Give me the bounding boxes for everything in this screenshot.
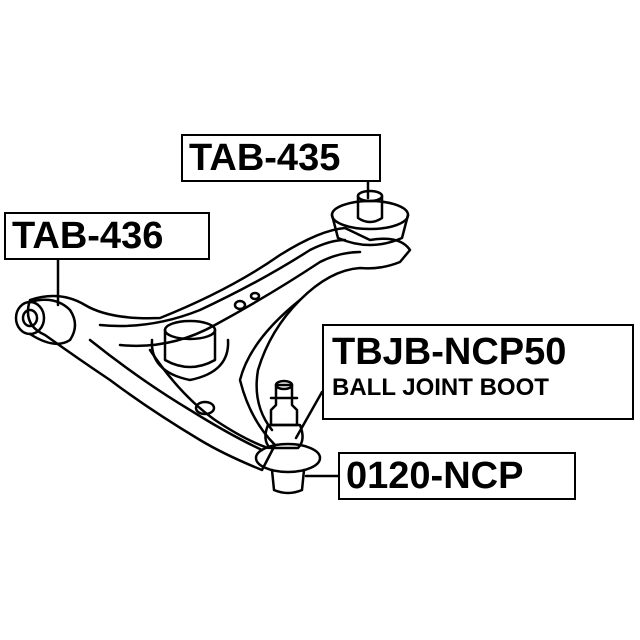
- arm-hole-3: [249, 291, 261, 301]
- part-label-tbjb-code: TBJB-NCP50: [332, 331, 567, 373]
- part-label-tab-436: TAB-436: [4, 212, 210, 260]
- ball-joint-housing: [254, 442, 322, 474]
- ball-joint-stud: [269, 383, 299, 427]
- ball-joint-boot: [264, 423, 304, 450]
- arm-hole-2: [233, 299, 247, 311]
- arm-curve: [255, 298, 302, 432]
- arm-rib-upper: [98, 238, 347, 328]
- part-label-tbjb-description: BALL JOINT BOOT: [332, 374, 549, 401]
- ball-joint-bottom: [270, 468, 306, 495]
- arm-bushing-flange: [150, 338, 230, 382]
- arm-rib-inner: [148, 348, 270, 450]
- part-label-tbjb-ncp50: TBJB-NCP50 BALL JOINT BOOT: [322, 324, 634, 420]
- front-bushing-core-top: [356, 189, 384, 203]
- front-bushing-body: [330, 213, 410, 247]
- arm-outline: [26, 226, 412, 472]
- arm-hole-1: [194, 400, 216, 416]
- front-bushing-core: [356, 194, 384, 224]
- ball-joint-stud-top: [274, 379, 294, 391]
- front-bushing-top: [330, 199, 410, 231]
- part-label-0120-ncp: 0120-NCP: [338, 452, 576, 500]
- rear-bushing-inner: [21, 308, 39, 328]
- leader-tbjb: [294, 390, 324, 440]
- arm-rib-lower: [88, 338, 264, 452]
- part-label-tab-435: TAB-435: [181, 134, 381, 182]
- arm-bushing-body: [163, 328, 217, 369]
- rear-bushing-housing: [28, 298, 77, 346]
